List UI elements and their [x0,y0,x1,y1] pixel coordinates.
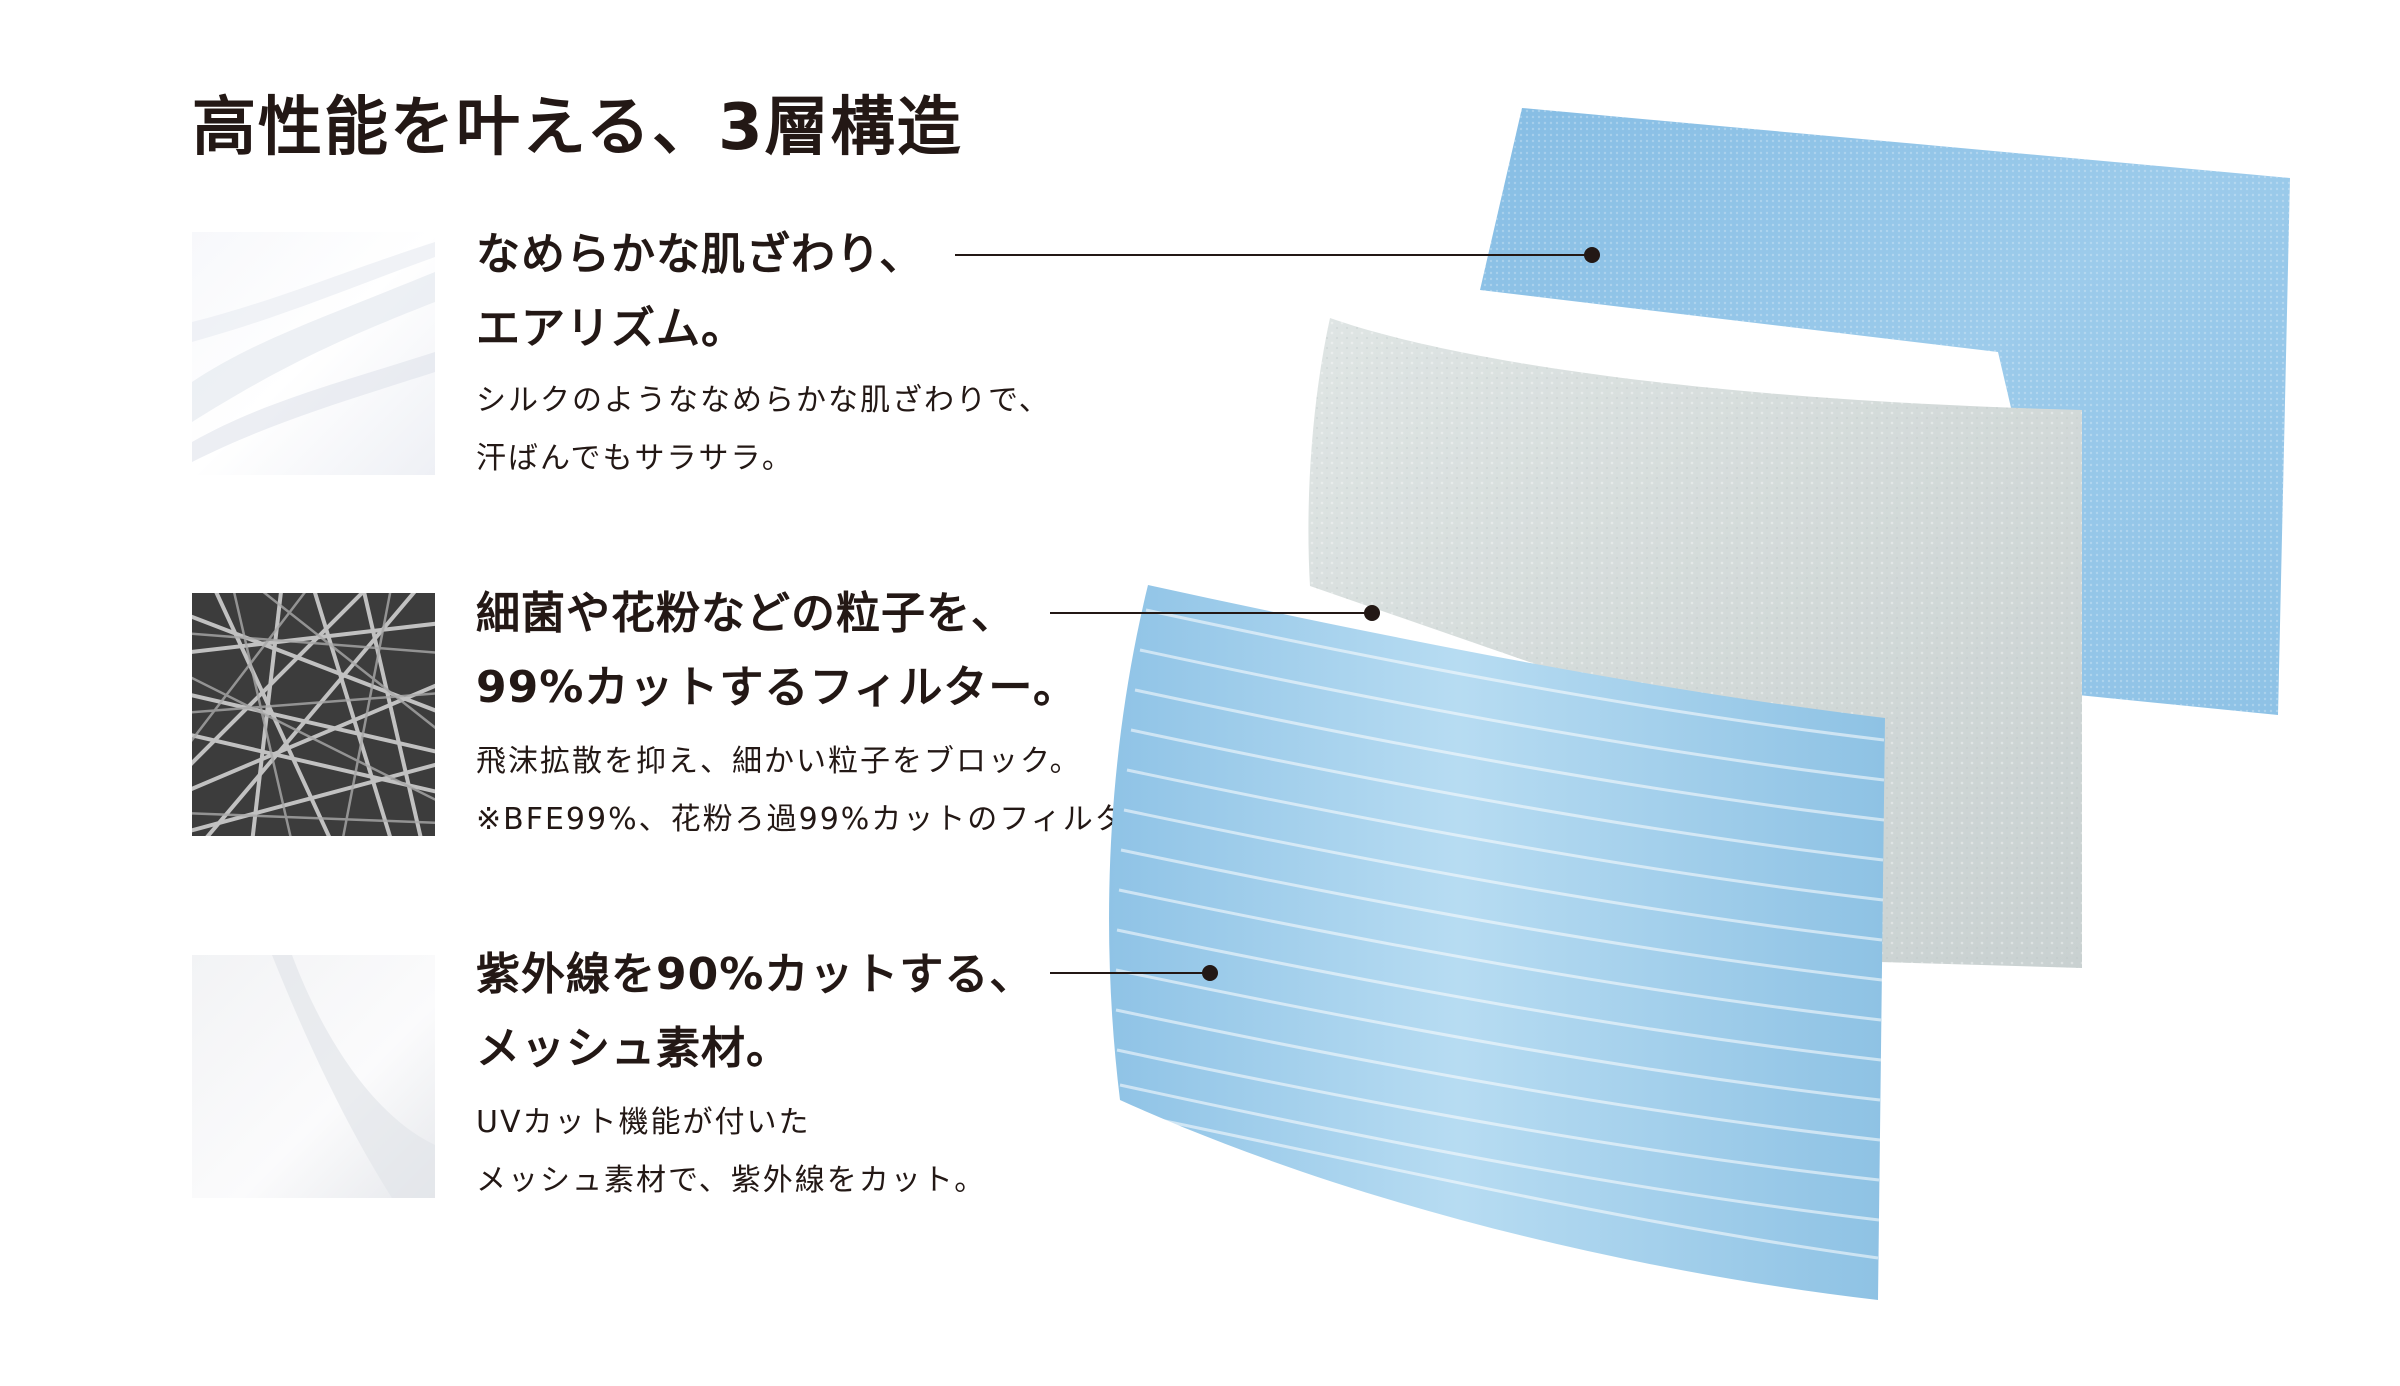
page-title: 高性能を叶える、3層構造 [192,91,963,165]
layer-2-heading: 細菌や花粉などの粒子を、 99%カットするフィルター。 [476,577,1078,725]
layer-1-description: シルクのようななめらかな肌ざわりで、 汗ばんでもサラサラ。 [476,372,1051,488]
layer-1-description-line-2: 汗ばんでもサラサラ。 [476,441,794,476]
layer-1-heading-line-2: エアリズム。 [476,303,746,354]
mesh-fabric-swatch [192,955,435,1198]
leader-line-1 [955,247,1600,263]
layer-2-description: 飛沫拡散を抑え、細かい粒子をブロック。 ※BFE99%、花粉ろ過99%カットのフ… [476,733,1287,849]
uv-mesh-layer [1109,585,1885,1300]
layer-1-heading-line-1: なめらかな肌ざわり、 [476,229,925,280]
mesh-fabric-texture-icon [192,955,435,1198]
layer-2-description-line-2: ※BFE99%、花粉ろ過99%カットのフィルターを採用。 [476,802,1287,837]
smooth-fabric-texture-icon [192,232,435,475]
smooth-fabric-swatch [192,232,435,475]
layer-3-description-line-2: メッシュ素材で、紫外線をカット。 [476,1163,987,1198]
layer-2-heading-line-1: 細菌や花粉などの粒子を、 [476,588,1016,639]
layer-3-description: UVカット機能が付いた メッシュ素材で、紫外線をカット。 [476,1094,986,1210]
leader-line-2 [1050,605,1380,621]
airism-layer [1480,108,2290,715]
filter-layer [1308,318,2082,968]
layer-2-heading-line-2: 99%カットするフィルター。 [476,662,1078,713]
layer-1-heading: なめらかな肌ざわり、 エアリズム。 [476,218,924,366]
layer-3-heading: 紫外線を90%カットする、 メッシュ素材。 [476,938,1034,1086]
layer-3-description-line-1: UVカット機能が付いた [476,1105,811,1140]
fiber-mesh-texture-icon [192,593,435,836]
layer-3-heading-line-1: 紫外線を90%カットする、 [476,949,1035,1000]
leader-line-3 [1050,965,1218,981]
fiber-filter-swatch [192,593,435,836]
layer-2-description-line-1: 飛沫拡散を抑え、細かい粒子をブロック。 [476,744,1082,779]
layer-1-description-line-1: シルクのようななめらかな肌ざわりで、 [476,383,1051,418]
layer-3-heading-line-2: メッシュ素材。 [476,1023,791,1074]
